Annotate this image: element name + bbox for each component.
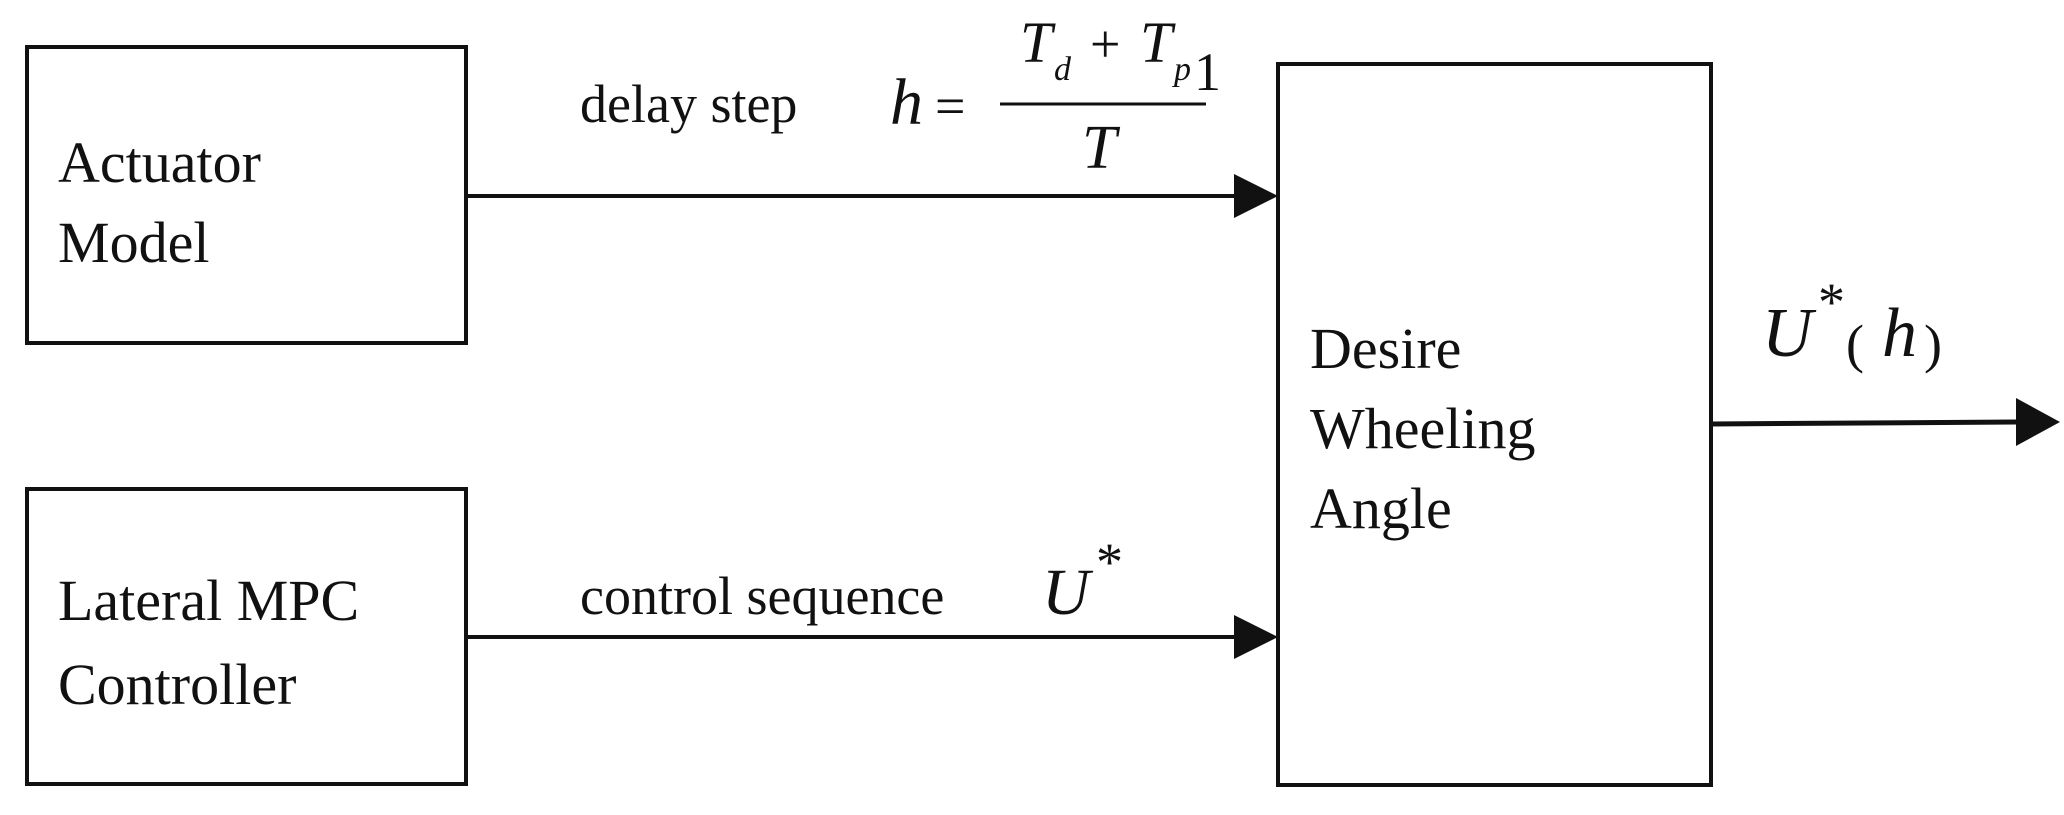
delay-step-arrowhead	[1234, 174, 1278, 218]
delay-formula-numerator-t2-subsubscript: 1	[1194, 42, 1221, 102]
output-symbol-superscript: *	[1818, 272, 1845, 332]
control-sequence-symbol: U	[1042, 556, 1094, 629]
desire-wheeling-angle-block: Desire Wheeling Angle	[1276, 62, 1713, 787]
lateral-mpc-controller-block: Lateral MPC Controller	[25, 487, 468, 786]
output-arrowhead	[2016, 398, 2060, 446]
lateral-mpc-controller-label-line-1: Lateral MPC	[58, 568, 359, 633]
desire-wheeling-angle-label-line-3: Angle	[1310, 476, 1452, 541]
actuator-model-box	[25, 45, 468, 345]
output-symbol: U	[1762, 295, 1817, 372]
actuator-model-label-line-2: Model	[58, 210, 209, 275]
actuator-model-label-line-1: Actuator	[58, 130, 261, 195]
actuator-model-block: Actuator Model	[25, 45, 468, 345]
delay-formula-lhs: h	[890, 66, 923, 139]
control-sequence-label: control sequence	[580, 566, 944, 626]
lateral-mpc-controller-box	[25, 487, 468, 786]
delay-step-arrow	[466, 174, 1278, 218]
delay-formula-denominator: T	[1082, 114, 1121, 182]
lateral-mpc-controller-label-line-2: Controller	[58, 652, 296, 717]
delay-formula-numerator-plus: +	[1090, 14, 1120, 74]
delay-formula-equals: =	[935, 76, 965, 136]
delay-formula-numerator-t1-subscript: d	[1054, 51, 1072, 88]
output-arrow	[1710, 398, 2060, 446]
desire-wheeling-angle-label-line-1: Desire	[1310, 316, 1461, 381]
output-arrow-line	[1710, 419, 2017, 427]
output-left-paren: (	[1846, 314, 1864, 374]
control-sequence-symbol-superscript: *	[1096, 532, 1123, 592]
delay-formula-numerator-t2: T	[1140, 10, 1176, 75]
delay-formula-numerator-t2-subscript: p	[1172, 51, 1191, 88]
output-annotation: U * ( h )	[1762, 272, 1942, 374]
control-sequence-arrow	[466, 615, 1278, 659]
delay-formula-numerator-t1: T	[1020, 10, 1056, 75]
desire-wheeling-angle-box	[1276, 62, 1713, 787]
control-sequence-arrowhead	[1234, 615, 1278, 659]
output-right-paren: )	[1924, 314, 1942, 374]
control-sequence-annotation: control sequence U *	[580, 532, 1123, 629]
delay-step-annotation: delay step h = T d + T p 1 T	[580, 10, 1221, 182]
output-argument: h	[1882, 295, 1917, 372]
desire-wheeling-angle-label-line-2: Wheeling	[1310, 396, 1535, 461]
delay-step-label: delay step	[580, 74, 797, 134]
